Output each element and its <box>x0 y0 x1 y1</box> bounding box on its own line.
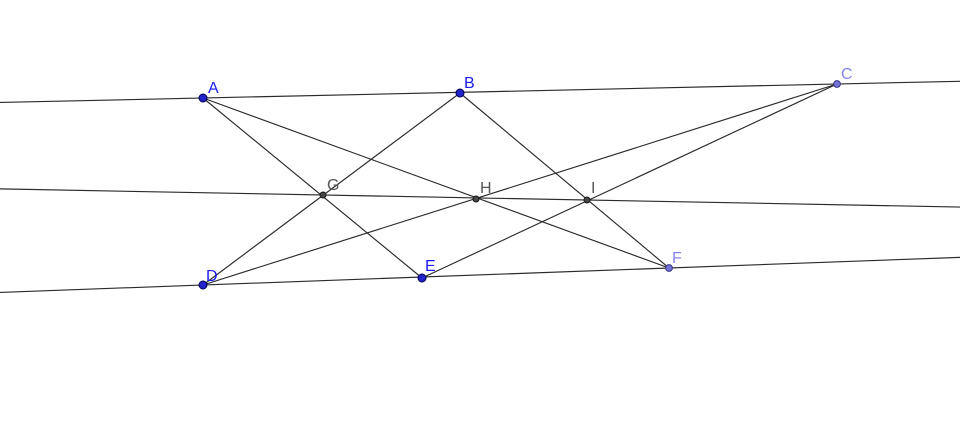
point-I[interactable] <box>583 196 591 204</box>
point-label-B: B <box>464 75 475 92</box>
point-label-H: H <box>480 180 492 197</box>
point-F[interactable] <box>665 264 673 272</box>
point-label-F: F <box>672 250 682 267</box>
segment-AE[interactable] <box>202 97 423 279</box>
point-label-C: C <box>841 66 853 83</box>
point-label-G: G <box>327 177 339 194</box>
segment-CE[interactable] <box>421 83 838 279</box>
point-G[interactable] <box>319 191 327 199</box>
point-D[interactable] <box>198 280 208 290</box>
point-A[interactable] <box>198 93 208 103</box>
segment-AF[interactable] <box>202 97 670 269</box>
point-H[interactable] <box>472 195 480 203</box>
point-label-E: E <box>425 258 436 275</box>
segment-BD[interactable] <box>202 92 461 286</box>
line-GHI[interactable] <box>0 188 960 208</box>
line-ABC[interactable] <box>0 80 960 104</box>
point-C[interactable] <box>833 80 841 88</box>
line-DEF[interactable] <box>0 256 960 293</box>
point-E[interactable] <box>417 273 427 283</box>
point-label-I: I <box>591 180 595 197</box>
point-B[interactable] <box>455 88 465 98</box>
segment-BF[interactable] <box>459 92 670 269</box>
segment-CD[interactable] <box>202 83 838 286</box>
point-label-A: A <box>208 80 219 97</box>
point-label-D: D <box>206 268 218 285</box>
